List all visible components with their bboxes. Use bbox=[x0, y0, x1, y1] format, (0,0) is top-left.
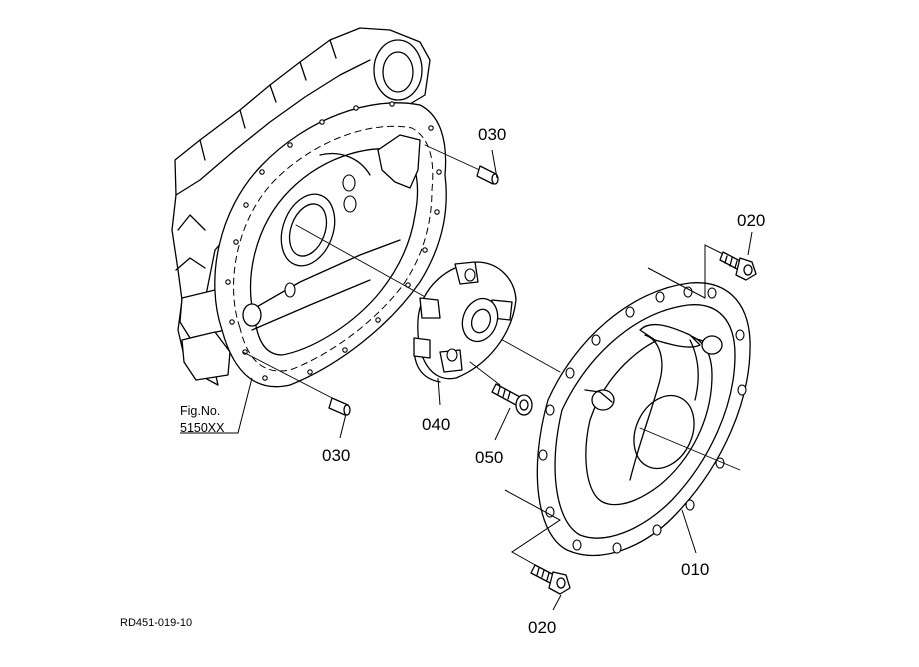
housing-plate bbox=[536, 282, 751, 557]
leader-030-upper bbox=[491, 149, 498, 179]
drawing-code: RD451-019-10 bbox=[120, 617, 192, 629]
plate-axis-line bbox=[639, 427, 741, 471]
bolt-upper bbox=[647, 244, 757, 299]
leader-020-upper bbox=[747, 231, 753, 256]
leader-020-lower bbox=[552, 594, 562, 611]
fig-ref-number: 5150XX bbox=[180, 421, 225, 435]
dowel-pin-lower bbox=[242, 351, 351, 416]
flexible-coupling bbox=[413, 261, 517, 383]
flywheel-housing bbox=[171, 27, 447, 388]
label-040: 040 bbox=[422, 415, 450, 434]
label-050: 050 bbox=[475, 448, 503, 467]
label-030-lower: 030 bbox=[322, 446, 350, 465]
leader-010 bbox=[681, 509, 697, 554]
label-020-upper: 020 bbox=[737, 211, 765, 230]
leader-050 bbox=[494, 407, 511, 441]
label-030-upper: 030 bbox=[478, 125, 506, 144]
fig-ref-label: Fig.No. bbox=[180, 404, 220, 418]
coupling-bolt bbox=[469, 361, 533, 416]
label-010: 010 bbox=[681, 560, 709, 579]
label-020-lower: 020 bbox=[528, 618, 556, 637]
leader-030-lower bbox=[339, 413, 347, 439]
bolt-lower bbox=[504, 489, 571, 595]
leader-fig-ref bbox=[180, 377, 253, 434]
leader-040 bbox=[437, 377, 441, 406]
